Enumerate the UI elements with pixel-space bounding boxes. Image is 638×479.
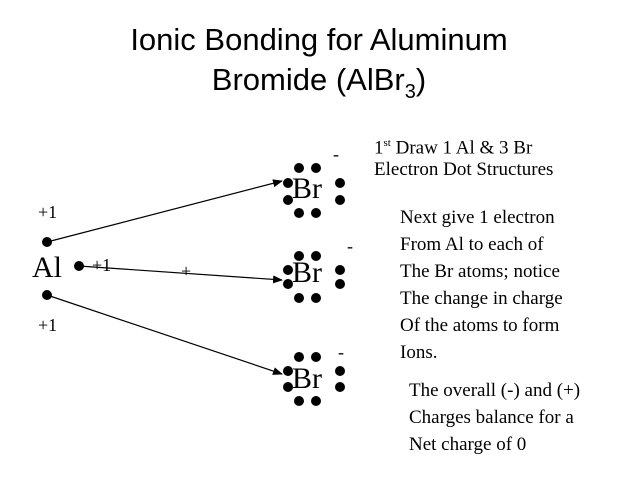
al-symbol: Al bbox=[32, 251, 62, 284]
br-bottom-electron-dots bbox=[283, 352, 345, 406]
arrow-to-br-middle bbox=[78, 265, 283, 284]
title-line-1: Ionic Bonding for Aluminum bbox=[130, 22, 508, 57]
step1-line-2: Electron Dot Structures bbox=[374, 159, 554, 180]
br-middle-electron-dots bbox=[283, 251, 345, 303]
arrow-plus-sign: + bbox=[181, 261, 192, 281]
br-bottom-symbol: Br bbox=[292, 362, 322, 395]
br-top-symbol: Br bbox=[292, 172, 322, 205]
arrow-to-br-bottom bbox=[46, 294, 283, 375]
step2-line: From Al to each of bbox=[400, 234, 544, 255]
br-middle-symbol: Br bbox=[292, 256, 322, 289]
br-top-electron-dots bbox=[283, 163, 345, 218]
title-subscript: 3 bbox=[404, 81, 416, 103]
arrow-to-br-top bbox=[46, 179, 283, 243]
step2-line: The Br atoms; notice bbox=[400, 261, 560, 282]
step2-line: Of the atoms to form bbox=[400, 315, 560, 336]
step2-line: Next give 1 electron bbox=[400, 207, 555, 228]
al-charge-bottom: +1 bbox=[38, 315, 58, 335]
step1-text: Draw 1 Al & 3 Br bbox=[395, 137, 533, 159]
br-bottom-charge: - bbox=[338, 342, 344, 362]
step1-number: 1 bbox=[374, 137, 384, 159]
step2-line: Ions. bbox=[400, 342, 438, 363]
title-line-2-main: Bromide (AlBr bbox=[211, 62, 405, 97]
step3-line: The overall (-) and (+) bbox=[409, 380, 581, 401]
al-charge-middle: +1 bbox=[92, 255, 112, 275]
step3-line: Net charge of 0 bbox=[409, 434, 527, 455]
title-line-2: Bromide (AlBr3) bbox=[0, 62, 638, 103]
step3-line: Charges balance for a bbox=[409, 407, 574, 428]
br-middle-charge: - bbox=[347, 236, 353, 256]
al-charge-top: +1 bbox=[38, 202, 58, 222]
step1-line-1: 1st Draw 1 Al & 3 Br bbox=[374, 130, 532, 161]
step2-line: The change in charge bbox=[400, 288, 563, 309]
step1-ordinal: st bbox=[383, 137, 391, 149]
br-top-charge: - bbox=[333, 144, 339, 164]
title-line-2-end: ) bbox=[415, 62, 427, 97]
